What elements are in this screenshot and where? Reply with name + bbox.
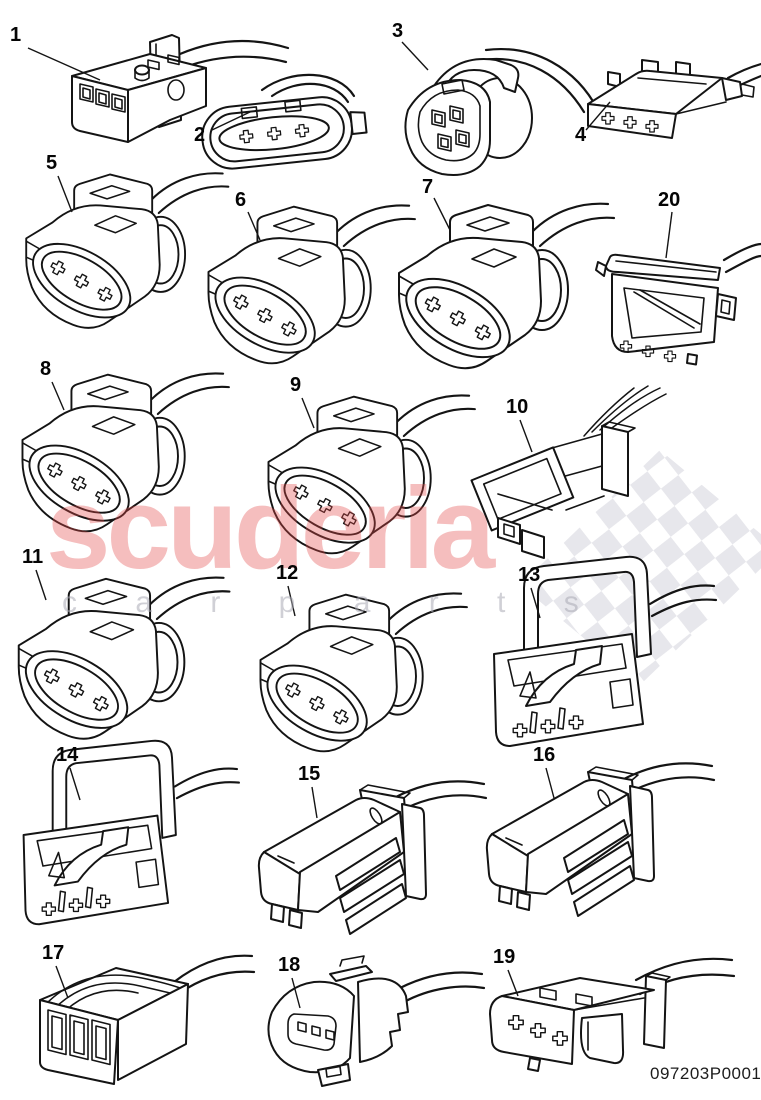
callout-20: 20 <box>658 189 681 211</box>
watermark-carparts: c a r p a r t s <box>62 586 595 619</box>
callout-15: 15 <box>298 763 321 785</box>
connector-4-illustration <box>587 59 761 139</box>
callout-6: 6 <box>235 189 247 211</box>
callout-12: 12 <box>276 562 299 584</box>
callout-11: 11 <box>22 546 44 568</box>
connector-5-illustration <box>21 173 229 332</box>
callout-8: 8 <box>40 358 52 380</box>
callout-18: 18 <box>278 954 301 976</box>
callout-10: 10 <box>506 396 529 418</box>
connector-3-illustration <box>404 48 600 176</box>
callout-1: 1 <box>10 24 22 46</box>
watermark-scuderia: scuderia <box>46 463 495 593</box>
callout-7: 7 <box>422 176 434 198</box>
callout-16: 16 <box>533 744 556 766</box>
callout-3: 3 <box>392 20 404 42</box>
connector-20-illustration <box>595 242 761 366</box>
connector-19-illustration <box>489 957 736 1072</box>
connector-6-illustration <box>203 205 415 368</box>
callout-2: 2 <box>194 124 206 146</box>
part-number: 097203P0001 <box>650 1064 761 1083</box>
callout-14: 14 <box>56 744 79 766</box>
connector-2-illustration <box>201 73 368 170</box>
connector-10-illustration <box>470 385 667 559</box>
connector-18-illustration <box>267 955 486 1087</box>
callout-13: 13 <box>518 564 541 586</box>
callout-5: 5 <box>46 152 58 174</box>
callout-9: 9 <box>290 374 302 396</box>
callout-leader-lines <box>27 41 673 1009</box>
callout-17: 17 <box>42 942 65 964</box>
connector-7-illustration <box>393 204 614 374</box>
connector-15-illustration <box>257 780 488 936</box>
callout-19: 19 <box>493 946 516 968</box>
connector-14-illustration <box>24 741 239 925</box>
connector-1-illustration <box>71 34 290 143</box>
callout-4: 4 <box>575 124 587 146</box>
connector-17-illustration <box>39 954 256 1085</box>
connector-16-illustration <box>485 762 716 918</box>
